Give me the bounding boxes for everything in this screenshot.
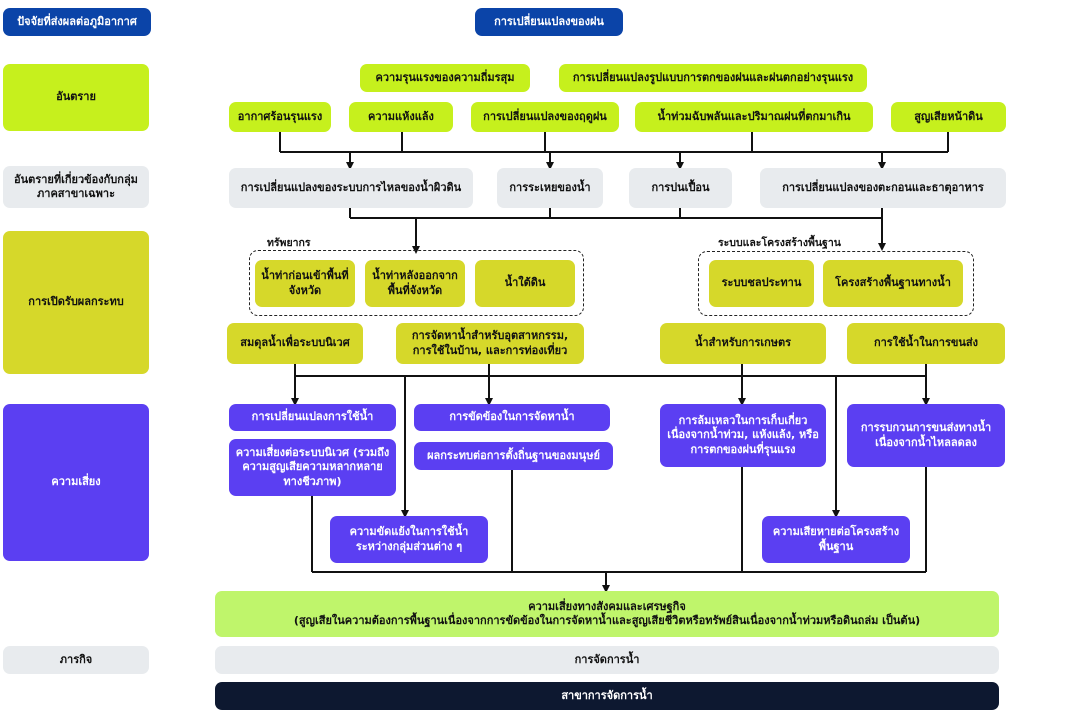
infra-label: ระบบและโครงสร้างพื้นฐาน — [715, 237, 844, 250]
row-label-mission: ภารกิจ — [3, 646, 149, 674]
infra-group — [698, 251, 974, 316]
hazard-flash-flood: น้ำท่วมฉับพลันและปริมาณฝนที่ตกมาเกิน — [635, 102, 873, 132]
sector-evaporation: การระเหยของน้ำ — [497, 168, 603, 208]
hazard-rain-season: การเปลี่ยนแปลงของฤดูฝน — [471, 102, 619, 132]
infra-irrigation: ระบบชลประทาน — [709, 260, 814, 307]
row-label-risk: ความเสี่ยง — [3, 404, 149, 561]
mission-value: การจัดการน้ำ — [215, 646, 999, 674]
row-label-sector-hazard: อันตรายที่เกี่ยวข้องกับกลุ่มภาคสาขาเฉพาะ — [3, 166, 149, 208]
hazard-monsoon: ความรุนแรงของความถี่มรสุม — [360, 64, 530, 92]
use-industry-household: การจัดหาน้ำสำหรับอุตสาหกรรม, การใช้ในบ้า… — [396, 323, 584, 364]
risk-infra-damage: ความเสียหายต่อโครงสร้างพื้นฐาน — [762, 516, 910, 563]
use-transport: การใช้น้ำในการขนส่ง — [847, 323, 1005, 364]
resource-inflow: น้ำท่าก่อนเข้าพื้นที่จังหวัด — [255, 260, 355, 307]
sector-surface-flow: การเปลี่ยนแปลงของระบบการไหลของน้ำผิวดิน — [229, 168, 473, 208]
risk-change-use: การเปลี่ยนแปลงการใช้น้ำ — [229, 404, 396, 431]
risk-ecosystem: ความเสี่ยงต่อระบบนิเวศ (รวมถึงความสูญเสี… — [229, 439, 396, 496]
hazard-heat: อากาศร้อนรุนแรง — [229, 102, 331, 132]
socio-risk-subtitle: (สูญเสียในความต้องการพื้นฐานเนื่องจากการ… — [293, 614, 921, 627]
infra-waterway: โครงสร้างพื้นฐานทางน้ำ — [823, 260, 963, 307]
risk-harvest: การล้มเหลวในการเก็บเกี่ยวเนื่องจากน้ำท่ว… — [660, 404, 826, 467]
use-agriculture: น้ำสำหรับการเกษตร — [660, 323, 826, 364]
socio-economic-risk: ความเสี่ยงทางสังคมและเศรษฐกิจ (สูญเสียใน… — [215, 591, 999, 637]
sector-contamination: การปนเปื้อน — [629, 168, 732, 208]
risk-conflict: ความขัดแย้งในการใช้น้ำระหว่างกลุ่มส่วนต่… — [330, 516, 488, 563]
resources-group — [249, 250, 584, 316]
resource-outflow: น้ำท่าหลังออกจากพื้นที่จังหวัด — [365, 260, 465, 307]
row-label-hazard: อันตราย — [3, 64, 149, 131]
resource-groundwater: น้ำใต้ดิน — [475, 260, 575, 307]
socio-risk-title: ความเสี่ยงทางสังคมและเศรษฐกิจ — [528, 599, 686, 613]
sector-sediment: การเปลี่ยนแปลงของตะกอนและธาตุอาหาร — [760, 168, 1006, 208]
row-label-exposure: การเปิดรับผลกระทบ — [3, 231, 149, 374]
factor-header: ปัจจัยที่ส่งผลต่อภูมิอากาศ — [3, 8, 151, 36]
risk-supply: การขัดข้องในการจัดหาน้ำ — [414, 404, 610, 431]
risk-transport: การรบกวนการขนส่งทางน้ำเนื่องจากน้ำไหลลดล… — [847, 404, 1005, 467]
hazard-rain-pattern: การเปลี่ยนแปลงรูปแบบการตกของฝนและฝนตกอย่… — [559, 64, 867, 92]
sector-bar: สาขาการจัดการน้ำ — [215, 682, 999, 710]
resources-label: ทรัพยากร — [264, 237, 314, 250]
hazard-soil-loss: สูญเสียหน้าดิน — [891, 102, 1006, 132]
hazard-drought: ความแห้งแล้ง — [349, 102, 453, 132]
risk-settlement: ผลกระทบต่อการตั้งถิ่นฐานของมนุษย์ — [414, 442, 613, 470]
rain-change-header: การเปลี่ยนแปลงของฝน — [475, 8, 623, 36]
use-ecosystem-balance: สมดุลน้ำเพื่อระบบนิเวศ — [227, 323, 363, 364]
